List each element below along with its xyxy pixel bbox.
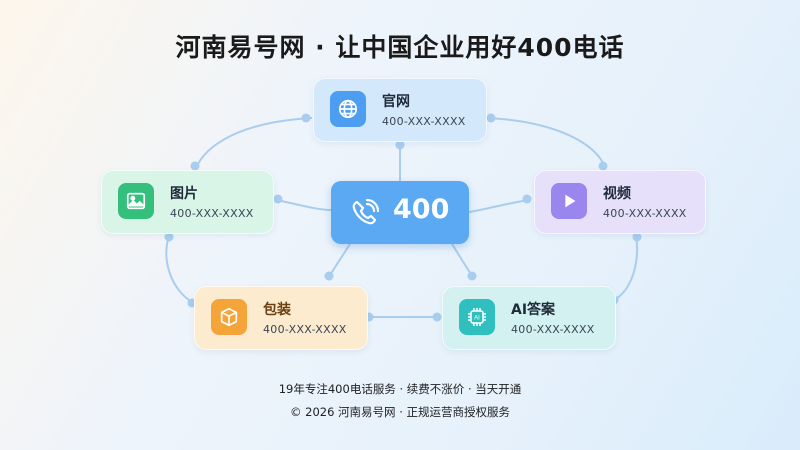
node-ai-answer[interactable]: AI AI答案 400-XXX-XXXX <box>442 286 616 350</box>
node-packaging[interactable]: 包装 400-XXX-XXXX <box>194 286 368 350</box>
node-image[interactable]: 图片 400-XXX-XXXX <box>101 170 274 234</box>
node-number: 400-XXX-XXXX <box>511 323 595 336</box>
footer-copyright: © 2026 河南易号网 · 正规运营商授权服务 <box>289 405 511 419</box>
node-number: 400-XXX-XXXX <box>263 323 347 336</box>
node-number: 400-XXX-XXXX <box>382 115 466 128</box>
footer-tagline: 19年专注400电话服务 · 续费不涨价 · 当天开通 <box>278 382 522 396</box>
play-icon <box>551 183 587 219</box>
node-number: 400-XXX-XXXX <box>170 207 254 220</box>
page-title: 河南易号网 · 让中国企业用好400电话 <box>175 33 625 62</box>
box-icon <box>211 299 247 335</box>
phone-icon <box>352 198 380 225</box>
node-label: 包装 <box>263 302 291 318</box>
node-number: 400-XXX-XXXX <box>603 207 687 220</box>
node-label: 图片 <box>170 186 198 202</box>
node-label: AI答案 <box>511 302 556 318</box>
hub-400[interactable]: 400 <box>331 181 469 244</box>
hub-label: 400 <box>393 194 450 225</box>
node-label: 官网 <box>382 94 410 110</box>
ai-chip-icon: AI <box>459 299 495 335</box>
node-label: 视频 <box>603 186 631 202</box>
image-icon <box>118 183 154 219</box>
globe-icon <box>330 91 366 127</box>
node-video[interactable]: 视频 400-XXX-XXXX <box>534 170 706 234</box>
node-official-site[interactable]: 官网 400-XXX-XXXX <box>313 78 487 142</box>
svg-text:AI: AI <box>474 316 480 322</box>
